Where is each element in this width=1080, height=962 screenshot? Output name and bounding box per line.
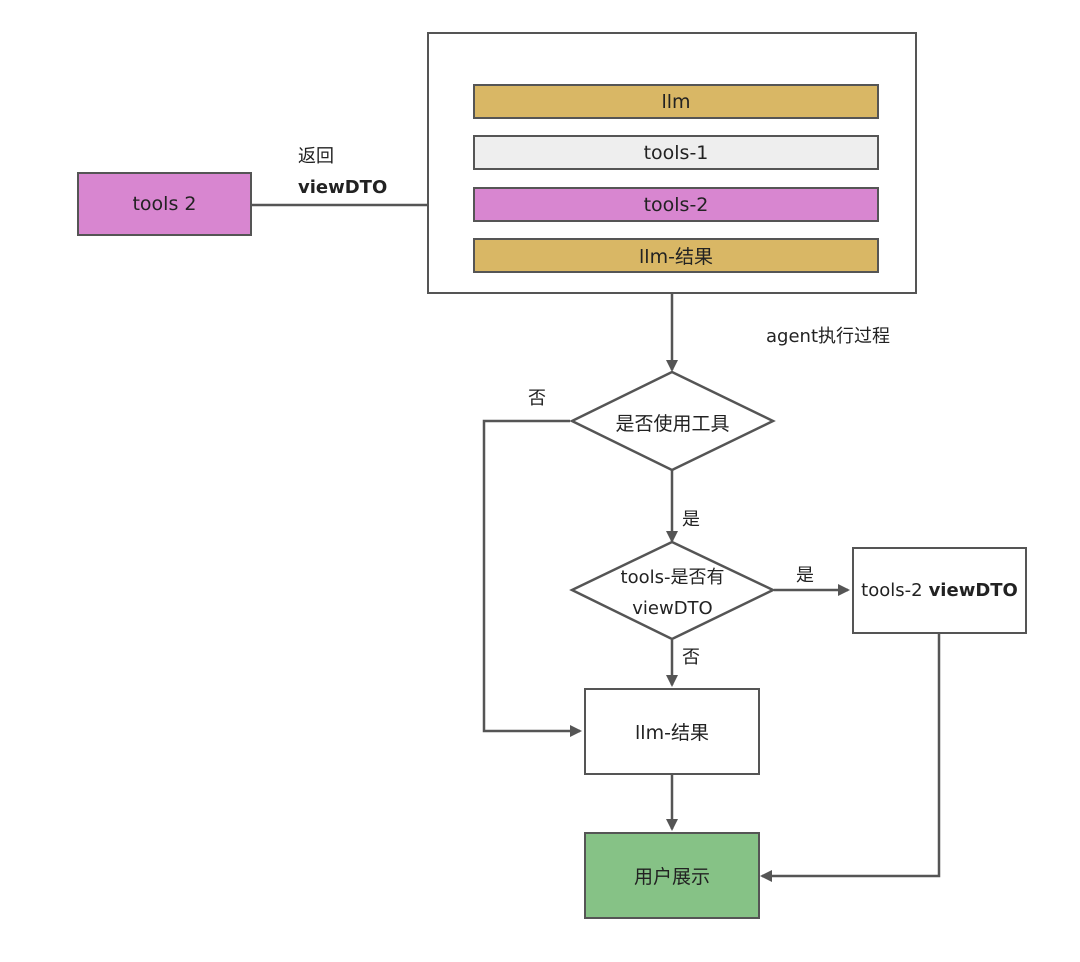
arrow-no-to-llm-result xyxy=(482,419,582,737)
decision-viewdto-shape xyxy=(569,540,776,641)
tools2-node: tools 2 xyxy=(77,172,252,236)
decision-viewdto-yes-label: 是 xyxy=(796,565,814,586)
decision-use-tool-shape xyxy=(569,370,776,472)
step-llm-result-label: llm-结果 xyxy=(639,246,713,268)
step-llm: llm xyxy=(473,84,879,119)
return-label: 返回 xyxy=(298,146,334,167)
decision-use-tool-no-label: 否 xyxy=(528,388,546,409)
tools2-viewdto-prefix: tools-2 xyxy=(861,580,923,601)
decision-viewdto-label-line1: tools-是否有 xyxy=(620,567,725,588)
llm-result-label: llm-结果 xyxy=(635,722,709,744)
user-display-node: 用户展示 xyxy=(584,832,760,919)
decision-viewdto-no-label: 否 xyxy=(682,647,700,668)
tools2-viewdto-node: tools-2 viewDTO xyxy=(852,547,1027,634)
decision-use-tool-label: 是否使用工具 xyxy=(615,413,730,435)
viewdto-label: viewDTO xyxy=(298,177,388,198)
step-llm-label: llm xyxy=(661,90,691,113)
decision-use-tool-yes-label: 是 xyxy=(682,509,700,530)
tools2-node-label: tools 2 xyxy=(132,193,197,215)
user-display-label: 用户展示 xyxy=(633,866,710,888)
step-tools-2: tools-2 xyxy=(473,187,879,222)
llm-result-node: llm-结果 xyxy=(584,688,760,775)
step-tools-1-label: tools-1 xyxy=(643,141,709,164)
step-tools-2-label: tools-2 xyxy=(643,193,709,216)
agent-process-caption: agent执行过程 xyxy=(766,326,890,347)
step-llm-result: llm-结果 xyxy=(473,238,879,273)
step-tools-1: tools-1 xyxy=(473,135,879,170)
tools2-viewdto-bold: viewDTO xyxy=(928,580,1018,601)
arrow-tools2-viewdto-to-user-display xyxy=(760,634,941,882)
decision-viewdto-label-line2: viewDTO xyxy=(632,598,713,619)
